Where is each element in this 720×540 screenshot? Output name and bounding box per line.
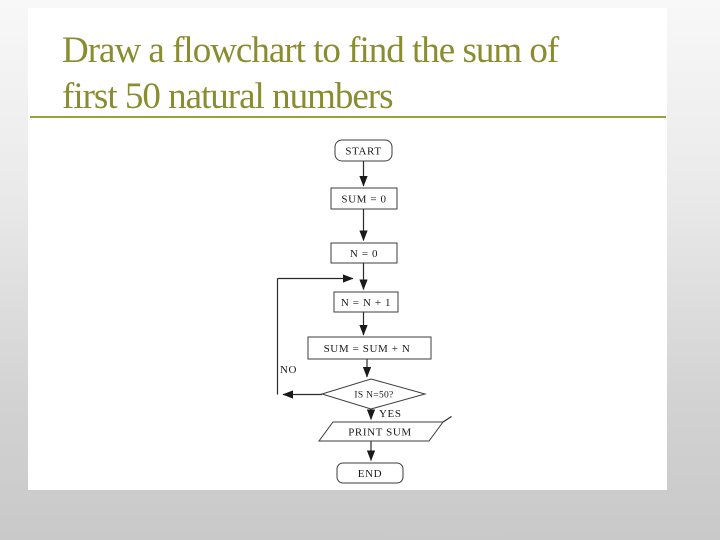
flowchart-node-accumulate (307, 336, 432, 360)
flowchart-node-init-sum (330, 187, 398, 210)
flowchart-node-decision-label: IS N=50? (354, 391, 393, 401)
page-title-line2: first 50 natural numbers (62, 76, 394, 117)
flowchart-node-increment (333, 291, 399, 313)
title-underline (30, 116, 666, 118)
page-title-line1: Draw a flowchart to find the sum of (62, 30, 559, 71)
branch-label-no: NO (280, 364, 297, 376)
branch-label-yes: YES (379, 408, 402, 420)
page-title: Draw a flowchart to find the sum of firs… (62, 28, 662, 120)
flowchart-node-start-label: START (345, 146, 381, 158)
flowchart-node-print-label: PRINT SUM (348, 427, 412, 439)
flowchart-node-accumulate-label: SUM = SUM + N (324, 343, 411, 355)
flowchart-node-increment-label: N = N + 1 (341, 297, 391, 309)
flowchart-node-end (336, 462, 404, 484)
flowchart-node-init-sum-label: SUM = 0 (341, 194, 386, 206)
flowchart-node-print-corner-stroke (442, 415, 452, 423)
flowchart-node-end-label: END (358, 468, 382, 480)
flowchart-node-decision (320, 378, 427, 410)
flowchart-node-init-n (330, 242, 398, 264)
flowchart-node-print (318, 421, 444, 442)
flowchart-node-init-n-label: N = 0 (350, 248, 378, 260)
slide: Draw a flowchart to find the sum of firs… (28, 8, 667, 490)
flowchart-node-start (334, 139, 393, 162)
